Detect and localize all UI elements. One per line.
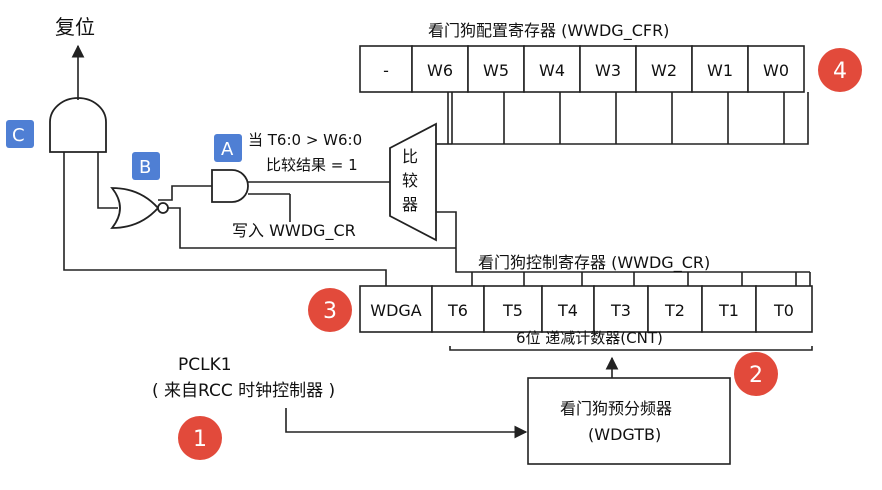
- and-gate-a: [211, 169, 249, 203]
- cfr-bit-label: W5: [483, 61, 509, 80]
- cr-register: WDGA T6 T5 T4 T3 T2 T1 T0: [359, 285, 813, 333]
- comparator-char-1: 比: [402, 147, 418, 166]
- clock-name: PCLK1: [178, 355, 232, 375]
- gate-label-c: C: [6, 120, 34, 148]
- or-gate-b: [110, 187, 160, 229]
- result-label: 比较结果 = 1: [266, 156, 358, 174]
- cr-bit-label: T1: [718, 301, 739, 320]
- comparator: [389, 122, 437, 242]
- cr-bit-cell: [755, 285, 813, 333]
- gate-label-b: B: [132, 152, 160, 180]
- cfr-bit-label: W4: [539, 61, 565, 80]
- cfr-title: 看门狗配置寄存器 (WWDG_CFR): [428, 21, 669, 41]
- cfr-bus: [452, 92, 809, 145]
- cr-bit-label: WDGA: [370, 301, 422, 320]
- cfr-bit-cell: [747, 45, 805, 93]
- cfr-bit-label: W6: [427, 61, 453, 80]
- cr-bus-lines: [471, 272, 811, 286]
- svg-text:4: 4: [833, 59, 847, 84]
- cfr-bit-label: W2: [651, 61, 677, 80]
- cr-title: 看门狗控制寄存器 (WWDG_CR): [478, 253, 710, 273]
- cr-bit-label: T0: [773, 301, 794, 320]
- wdga-wire: [63, 152, 387, 286]
- gate-label-a: A: [214, 134, 242, 162]
- cr-bus: [436, 211, 810, 273]
- prescaler-box: [527, 377, 731, 465]
- clock-source: ( 来自RCC 时钟控制器 ): [152, 381, 335, 401]
- counter-bracket: [449, 346, 813, 351]
- comparator-char-3: 器: [402, 195, 418, 214]
- comparator-char-2: 较: [402, 171, 418, 190]
- svg-text:A: A: [221, 139, 234, 160]
- b-to-c-wire: [97, 152, 118, 209]
- condition-label: 当 T6:0 > W6:0: [248, 131, 362, 149]
- cr-bit-label: T5: [502, 301, 523, 320]
- write-label: 写入 WWDG_CR: [232, 221, 356, 241]
- cfr-bit-label: W1: [707, 61, 733, 80]
- badge-2: 2: [734, 352, 778, 396]
- cfr-bus-lines: [436, 92, 785, 145]
- cr-bit-label: T4: [557, 301, 578, 320]
- badge-1: 1: [178, 416, 222, 460]
- cfr-bit-cell: [467, 45, 525, 93]
- or-gate-b-bubble: [157, 202, 169, 214]
- cfr-bit-cell: [411, 45, 469, 93]
- and-gate-c: [49, 97, 107, 153]
- cfr-bit-label: -: [383, 61, 389, 80]
- clock-to-prescaler-arrow: [285, 408, 528, 439]
- cr-bit-label: T3: [610, 301, 631, 320]
- cfr-bit-label: W3: [595, 61, 621, 80]
- a-to-b-wire: [158, 185, 212, 201]
- cr-bit-label: T2: [664, 301, 685, 320]
- prescaler-name: 看门狗预分频器: [560, 399, 672, 418]
- badge-4: 4: [818, 48, 862, 92]
- prescaler-code: (WDGTB): [588, 425, 661, 444]
- cfr-register: - W6 W5 W4 W3 W2 W1 W0: [359, 45, 805, 93]
- b-feedback-wire: [168, 207, 456, 249]
- cr-bit-cell: [593, 285, 649, 333]
- counter-label: 6位 递减计数器(CNT): [516, 329, 663, 347]
- cr-bit-label: T6: [447, 301, 468, 320]
- svg-text:B: B: [139, 157, 151, 178]
- svg-text:3: 3: [323, 299, 337, 324]
- cfr-bit-label: W0: [763, 61, 789, 80]
- cr-bit-cell: [359, 285, 433, 333]
- svg-text:1: 1: [193, 427, 207, 452]
- reset-label: 复位: [55, 15, 95, 39]
- svg-text:2: 2: [749, 363, 763, 388]
- svg-text:C: C: [12, 125, 25, 146]
- cr-bit-cell: [541, 285, 595, 333]
- badge-3: 3: [308, 288, 352, 332]
